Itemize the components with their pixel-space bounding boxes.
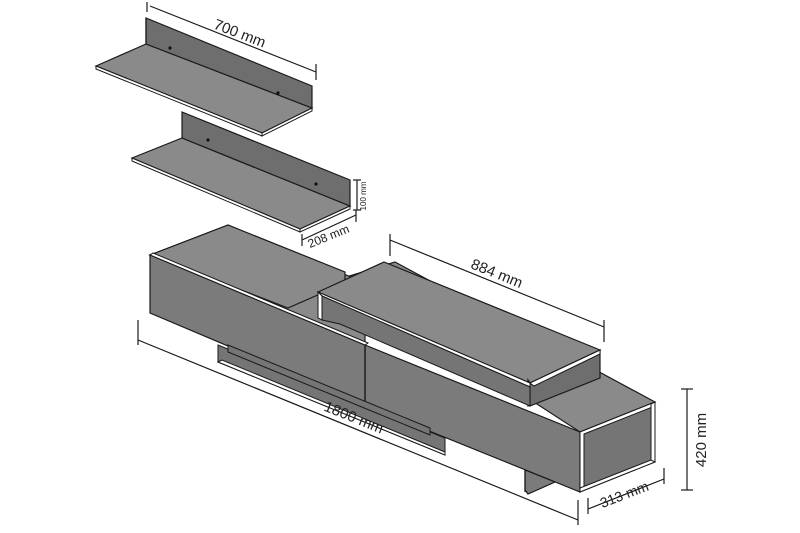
screw-hole [206,138,210,142]
label-upper-unit-width: 884 mm [468,256,525,292]
tv-unit [148,224,657,495]
label-shelf-height: 100 mm [359,181,368,210]
label-shelf-width: 700 mm [211,16,268,51]
dimension-shelf-height: 100 mm [353,179,368,211]
label-unit-depth: 313 mm [598,478,651,511]
label-unit-height: 420 mm [693,413,710,467]
lower-wall-shelf [130,111,352,233]
screw-hole [276,91,280,95]
screw-hole [314,182,318,186]
screw-hole [168,46,172,50]
dimension-unit-height: 420 mm [681,388,710,491]
upper-wall-shelf [94,17,314,137]
